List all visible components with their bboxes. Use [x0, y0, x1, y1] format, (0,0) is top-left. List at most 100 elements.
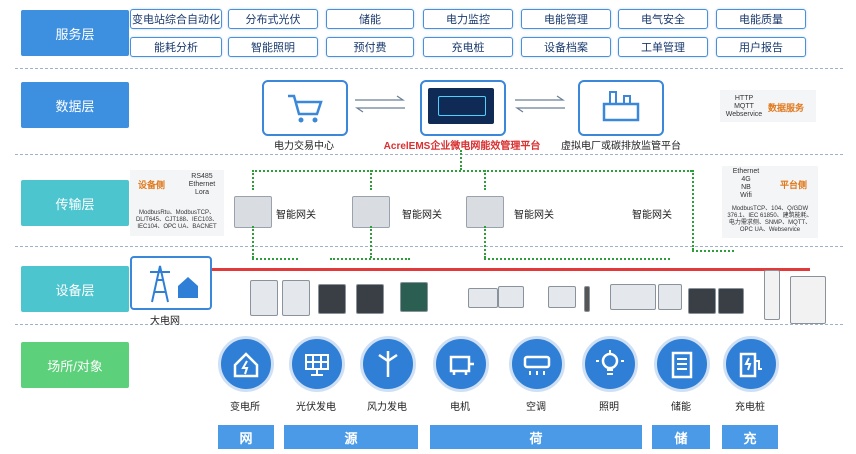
storage-meter: [718, 288, 744, 314]
data-service-protocols: HTTP MQTT Webservice: [725, 95, 763, 118]
charger-device: [790, 276, 826, 324]
device-link: [252, 226, 254, 258]
lighting-module: [658, 284, 682, 310]
device-side-detail: ModbusRtu、ModbusTCP、 DL/T645、CJT188、IEC1…: [135, 210, 219, 230]
grid-box: [130, 256, 212, 310]
platform-link: [370, 170, 372, 190]
device-side-protocols: RS485 Ethernet Lora: [188, 173, 216, 196]
switchgear-device: [282, 280, 310, 316]
din-meter-device: [498, 286, 524, 308]
gateway-label: 智能网关: [402, 210, 442, 221]
service-chip[interactable]: 能耗分析: [130, 37, 222, 57]
data-node-center: AcrelEMS企业微电网能效管理平台: [383, 141, 541, 152]
meter-device: [318, 284, 346, 314]
platform-side-box: Ethernet 4G NB Wifi 平台侧 ModbusTCP、104、Q/…: [722, 166, 818, 238]
platform-screen: [428, 88, 494, 124]
platform-side-detail: ModbusTCP、104、Q/GDW 376.1、IEC 61850、建筑能耗…: [727, 206, 813, 233]
place-label: 储能: [671, 402, 691, 413]
air-conditioner-icon: [509, 336, 565, 392]
category-bar-load: 荷: [430, 425, 642, 449]
service-chip[interactable]: 电气安全: [618, 9, 708, 29]
trading-center-monitor: [262, 80, 348, 136]
platform-link: [484, 170, 486, 190]
meter-device: [356, 284, 384, 314]
device-link: [484, 258, 670, 260]
data-node-left: 电力交易中心: [274, 141, 334, 152]
din-meter-device: [468, 288, 498, 308]
gateway-device: [466, 196, 504, 228]
charger-device: [764, 270, 780, 320]
data-service-box: HTTP MQTT Webservice 数据服务: [720, 90, 816, 122]
device-side-box: 设备侧 RS485 Ethernet Lora ModbusRtu、Modbus…: [130, 170, 224, 236]
wind-turbine-icon: [360, 336, 416, 392]
switchgear-device: [250, 280, 278, 316]
place-label: 变电所: [230, 402, 260, 413]
device-link: [252, 258, 298, 260]
motor-icon: [433, 336, 489, 392]
device-link: [370, 226, 372, 258]
layer-device: 设备层: [21, 266, 129, 312]
gateway-label: 智能网关: [514, 210, 554, 221]
service-chip[interactable]: 电能质量: [716, 9, 806, 29]
place-label: 光伏发电: [296, 402, 336, 413]
service-chip[interactable]: 电力监控: [423, 9, 513, 29]
platform-side-protocols: Ethernet 4G NB Wifi: [732, 168, 760, 199]
separator: [15, 324, 843, 325]
lightbulb-icon: [582, 336, 638, 392]
service-chip[interactable]: 分布式光伏: [228, 9, 318, 29]
power-bus: [210, 268, 810, 271]
service-chip[interactable]: 预付费: [326, 37, 414, 57]
service-chip[interactable]: 用户报告: [716, 37, 806, 57]
data-service-label: 数据服务: [768, 103, 805, 113]
platform-monitor: [420, 80, 506, 136]
place-label: 空调: [526, 402, 546, 413]
factory-icon: [602, 91, 640, 122]
virtual-plant-monitor: [578, 80, 664, 136]
layer-place: 场所/对象: [21, 342, 129, 388]
place-label: 充电桩: [735, 402, 765, 413]
gateway-device: [234, 196, 272, 228]
platform-link: [692, 170, 694, 250]
separator: [15, 154, 843, 155]
gateway-label: 智能网关: [276, 210, 316, 221]
gateway-device: [352, 196, 390, 228]
power-tower-icon: [150, 265, 198, 303]
service-chip[interactable]: 设备档案: [521, 37, 611, 57]
storage-meter: [688, 288, 716, 314]
ev-charger-icon: [723, 336, 779, 392]
exchange-arrows: [515, 95, 565, 113]
wireless-meter-device: [548, 286, 576, 308]
antenna-device: [584, 286, 590, 312]
platform-side-label: 平台侧: [780, 180, 808, 190]
exchange-arrows: [355, 95, 405, 113]
service-chip[interactable]: 充电桩: [423, 37, 513, 57]
device-side-label: 设备侧: [138, 180, 166, 190]
platform-screen-highlight: [438, 96, 486, 116]
layer-transport: 传输层: [21, 180, 129, 226]
separator: [15, 68, 843, 69]
service-chip[interactable]: 变电站综合自动化: [130, 9, 222, 29]
meter-device: [400, 282, 428, 312]
service-chip[interactable]: 工单管理: [618, 37, 708, 57]
solar-panel-icon: [289, 336, 345, 392]
place-label: 照明: [599, 402, 619, 413]
device-link: [692, 250, 734, 252]
place-label: 电机: [450, 402, 470, 413]
service-chip[interactable]: 储能: [326, 9, 414, 29]
lighting-module: [610, 284, 656, 310]
layer-data: 数据层: [21, 82, 129, 128]
platform-link: [460, 150, 462, 170]
category-bar-grid: 网: [218, 425, 274, 449]
layer-service: 服务层: [21, 10, 129, 56]
grid-label: 大电网: [150, 316, 180, 327]
separator: [15, 246, 843, 247]
shopping-cart-icon: [288, 94, 323, 123]
service-chip[interactable]: 智能照明: [228, 37, 318, 57]
service-chip[interactable]: 电能管理: [521, 9, 611, 29]
battery-storage-icon: [654, 336, 710, 392]
category-bar-source: 源: [284, 425, 418, 449]
platform-link: [252, 170, 692, 172]
place-label: 风力发电: [367, 402, 407, 413]
device-link: [330, 258, 410, 260]
category-bar-storage: 储: [652, 425, 710, 449]
